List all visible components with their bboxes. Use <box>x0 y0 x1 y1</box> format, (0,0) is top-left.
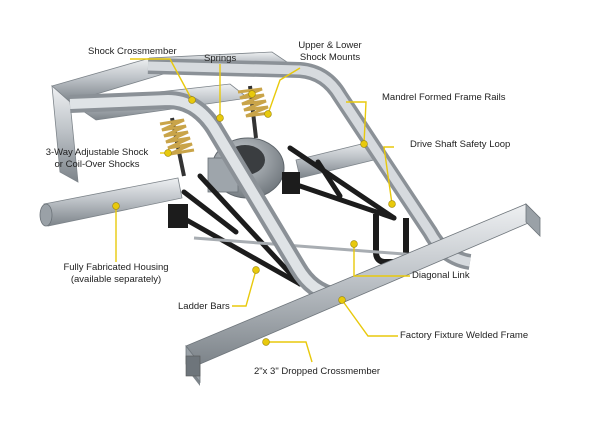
label-mandrel-formed-frame-rails: Mandrel Formed Frame Rails <box>382 92 506 103</box>
leader-lines <box>115 58 410 363</box>
label-drive-shaft-safety-loop: Drive Shaft Safety Loop <box>410 139 511 150</box>
label-line: 3-Way Adjustable Shock <box>45 147 149 158</box>
leader-dots <box>112 90 396 346</box>
axle-housing <box>39 137 383 227</box>
label-line: or Coil-Over Shocks <box>54 159 140 170</box>
ladder-bars <box>168 145 397 287</box>
label-line: Upper & Lower <box>298 40 362 51</box>
label-factory-fixture-welded-frame: Factory Fixture Welded Frame <box>400 330 529 341</box>
label-diagonal-link: Diagonal Link <box>412 270 470 281</box>
diagonal-link <box>193 236 431 258</box>
label-line: Fully Fabricated Housing <box>63 262 169 273</box>
label-ladder-bars: Ladder Bars <box>178 301 230 312</box>
label-adjustable-shock: 3-Way Adjustable Shock or Coil-Over Shoc… <box>46 147 149 171</box>
label-line: Shock Mounts <box>299 52 361 63</box>
label-dropped-crossmember: 2"x 3" Dropped Crossmember <box>254 366 381 377</box>
dropped-crossmember <box>185 203 541 386</box>
label-line: (available separately) <box>70 274 162 285</box>
label-fully-fabricated-housing: Fully Fabricated Housing (available sepa… <box>63 262 168 286</box>
label-shock-crossmember: Shock Crossmember <box>88 46 177 57</box>
label-springs: Springs <box>204 53 237 64</box>
label-upper-lower-shock-mounts: Upper & Lower Shock Mounts <box>298 40 361 64</box>
